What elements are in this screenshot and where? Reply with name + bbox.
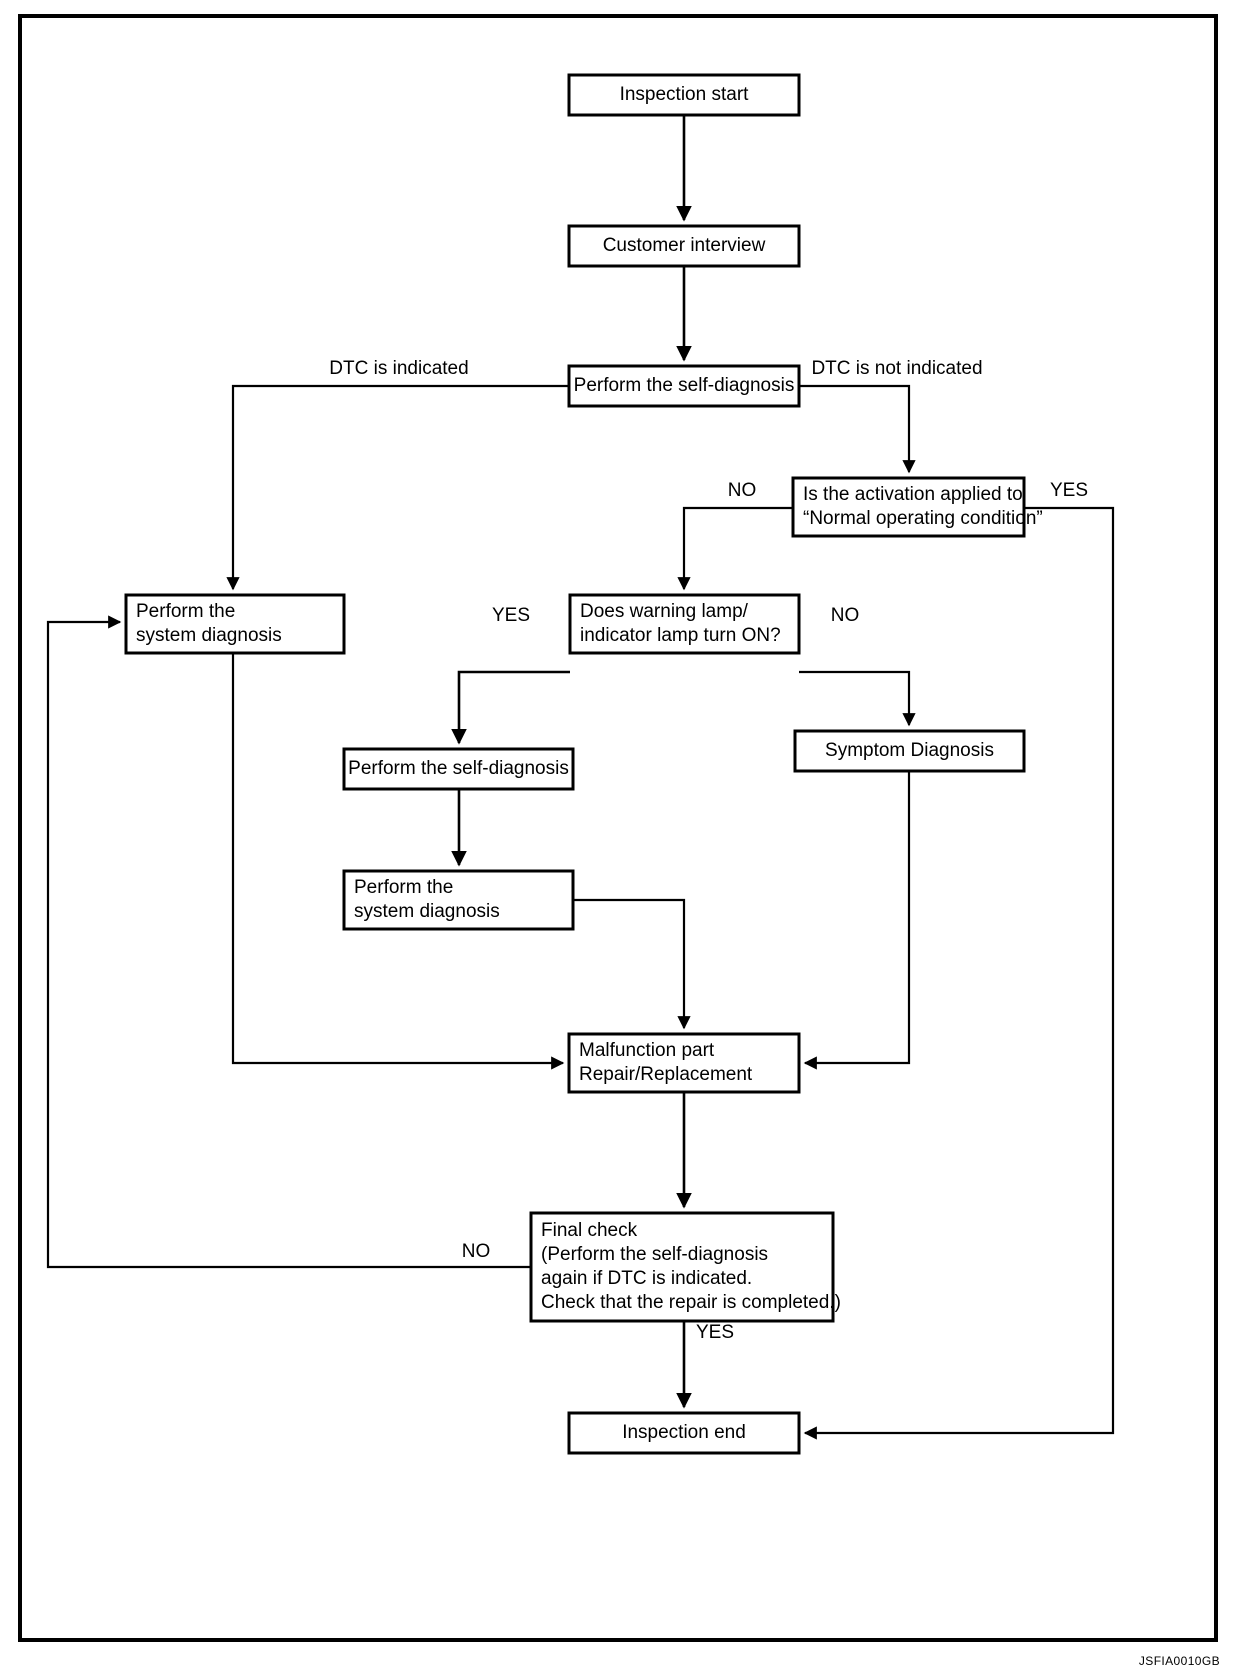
node-box — [567, 73, 801, 117]
edge-label-lamp-no: NO — [831, 605, 860, 626]
edge-label-lamp-yes: YES — [492, 605, 530, 626]
node-label-line: Malfunction part — [579, 1040, 715, 1061]
node-box — [342, 869, 575, 931]
page-border — [18, 14, 1218, 1642]
node-activation-question: Is the activation applied to “Normal oper… — [791, 476, 1043, 538]
node-label-line: Customer interview — [603, 235, 766, 256]
node-label-line: Perform the — [354, 877, 453, 898]
node-label-line: Inspection end — [622, 1422, 746, 1443]
node-box — [793, 729, 1026, 773]
node-label-line: Perform the self-diagnosis — [348, 758, 569, 779]
node-box — [567, 1411, 801, 1455]
node-label-line: indicator lamp turn ON? — [580, 625, 781, 646]
edge-dtc-not-indicated — [799, 384, 916, 474]
edge-label-dtc-not-indicated: DTC is not indicated — [811, 358, 982, 379]
node-box — [529, 1211, 835, 1323]
edge-label-dtc-indicated: DTC is indicated — [329, 358, 468, 379]
edges — [46, 115, 1115, 1440]
edge-sysdiag-to-malfunction — [573, 898, 691, 1030]
node-label-line: Perform the self-diagnosis — [574, 375, 795, 396]
node-box — [124, 593, 346, 655]
node-perform-self-diagnosis-top: Perform the self-diagnosis — [567, 364, 801, 408]
node-box — [342, 747, 575, 791]
node-label-line: Repair/Replacement — [579, 1064, 753, 1085]
node-customer-interview: Customer interview — [567, 224, 801, 268]
node-warning-lamp-question: Does warning lamp/indicator lamp turn ON… — [568, 593, 801, 655]
edge-label-final-check-no: NO — [462, 1241, 491, 1262]
edge-label-activation-yes: YES — [1050, 480, 1088, 501]
node-perform-system-diagnosis-mid: Perform the system diagnosis — [342, 869, 575, 931]
node-symptom-diagnosis: Symptom Diagnosis — [793, 729, 1026, 773]
node-box — [567, 1032, 801, 1094]
node-label-line: Does warning lamp/ — [580, 601, 749, 622]
node-inspection-end: Inspection end — [567, 1411, 801, 1455]
edge-activation-no — [677, 506, 793, 591]
figure-caption: JSFIA0010GB — [1138, 1654, 1220, 1668]
node-box — [568, 593, 801, 655]
node-label-line: “Normal operating condition” — [803, 508, 1043, 529]
node-label-line: Inspection start — [620, 84, 750, 105]
node-inspection-start: Inspection start — [567, 73, 801, 117]
edge-finalcheck-no — [46, 615, 531, 1269]
node-label-line: system diagnosis — [354, 901, 500, 922]
node-label-line: Perform the — [136, 601, 235, 622]
edge-symptom-to-malfunction — [803, 771, 911, 1070]
node-label-line: again if DTC is indicated. — [541, 1268, 752, 1289]
node-perform-self-diagnosis-mid: Perform the self-diagnosis — [342, 747, 575, 791]
node-label-line: system diagnosis — [136, 625, 282, 646]
node-final-check: Final check (Perform the self-diagnosis ag… — [529, 1211, 841, 1323]
edge-dtc-indicated — [226, 384, 569, 591]
node-label-line: Check that the repair is completed.) — [541, 1292, 841, 1313]
edge-label-final-check-yes: YES — [696, 1322, 734, 1343]
edge-left-sysdiag-to-malfunction — [231, 653, 565, 1070]
node-label-line: (Perform the self-diagnosis — [541, 1244, 768, 1265]
node-box — [791, 476, 1026, 538]
edge-lamp-yes — [451, 670, 570, 745]
node-box — [567, 364, 801, 408]
node-box — [567, 224, 801, 268]
node-perform-system-diagnosis-left: Perform the system diagnosis — [124, 593, 346, 655]
edge-label-activation-no: NO — [728, 480, 757, 501]
edge-lamp-no — [799, 670, 916, 727]
node-label-line: Symptom Diagnosis — [825, 740, 994, 761]
edge-activation-yes — [803, 506, 1115, 1440]
node-label-line: Is the activation applied to — [803, 484, 1023, 505]
node-label-line: Final check — [541, 1220, 638, 1241]
